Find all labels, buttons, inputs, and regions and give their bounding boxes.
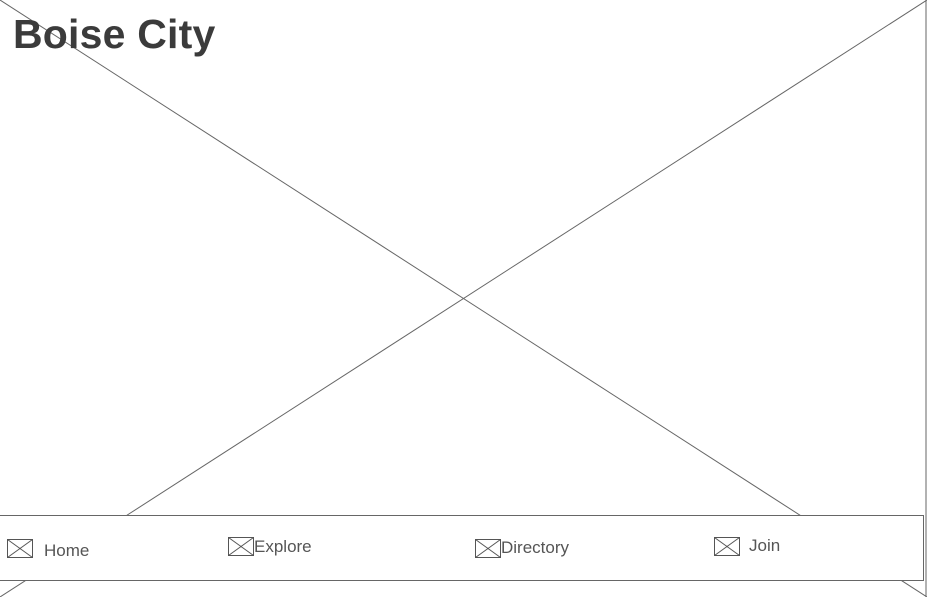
nav-item-home[interactable]: Home [7,537,89,561]
nav-item-explore[interactable]: Explore [228,537,312,557]
bottom-nav-bar: Home Explore Directory [0,515,924,581]
nav-item-label: Explore [254,537,312,556]
image-placeholder-icon [714,537,740,557]
nav-item-directory[interactable]: Directory [475,538,570,559]
image-placeholder-icon [7,539,34,559]
nav-item-label: Join [749,536,781,555]
page-title: Boise City [13,11,216,57]
image-placeholder-icon [228,537,254,557]
nav-item-join[interactable]: Join [714,536,781,557]
image-placeholder-icon [475,539,501,559]
nav-item-label: Directory [501,538,570,557]
nav-item-label: Home [44,541,90,560]
